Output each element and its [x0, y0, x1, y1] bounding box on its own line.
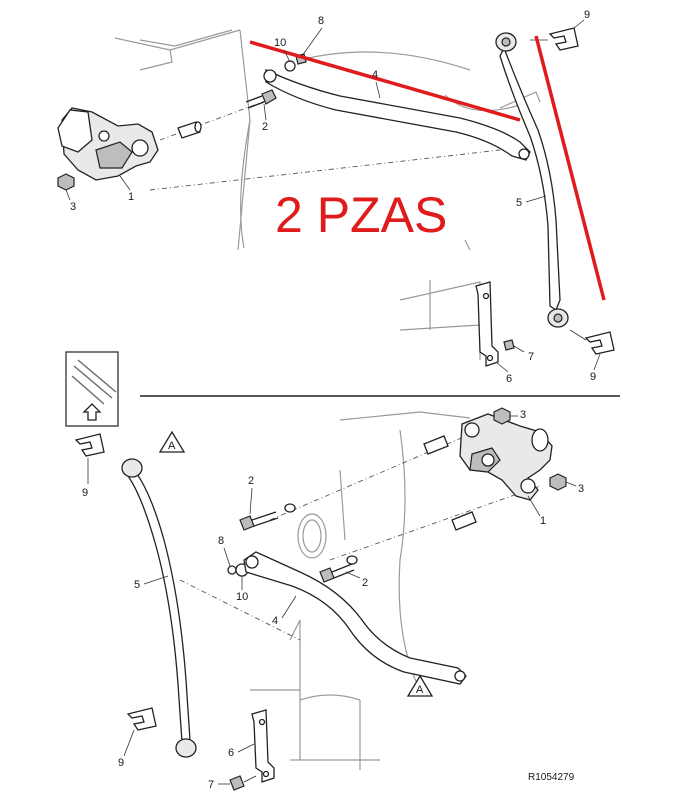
label-2-bottom-lower: 2 — [362, 577, 368, 589]
bottom-bolt-lower — [319, 563, 355, 583]
label-4-bottom: 4 — [272, 615, 278, 627]
top-bracket-6 — [475, 281, 499, 367]
top-clip-lower — [569, 329, 615, 355]
top-motor-bracket — [57, 107, 159, 181]
label-7-top: 7 — [528, 351, 534, 363]
label-10-top: 10 — [274, 37, 286, 49]
label-1-top: 1 — [128, 191, 134, 203]
label-7-bottom: 7 — [208, 779, 214, 791]
bottom-bushing-upper — [423, 435, 449, 455]
label-3-bottom-lower: 3 — [578, 483, 584, 495]
bottom-labels: 3 3 1 2 2 8 10 4 5 9 9 6 7 — [82, 409, 584, 791]
top-clip-upper — [530, 27, 579, 51]
callout-a-lower-letter: A — [416, 684, 424, 696]
top-view — [57, 27, 615, 367]
label-4-top: 4 — [372, 69, 378, 81]
quantity-annotation: 2 PZAS — [275, 187, 447, 243]
bottom-vertical-rod — [121, 458, 197, 758]
label-2-top: 2 — [262, 121, 268, 133]
bottom-clip-lower — [126, 707, 157, 731]
top-bushing — [177, 121, 202, 139]
reference-code: R1054279 — [528, 772, 575, 783]
top-bolt — [245, 89, 277, 109]
bottom-view: A A — [74, 407, 577, 791]
bottom-motor-bracket — [459, 413, 553, 501]
label-8-top: 8 — [318, 15, 324, 27]
label-3-top: 3 — [70, 201, 76, 213]
top-nut — [57, 173, 75, 191]
bottom-clip-upper — [74, 433, 105, 457]
callout-a-upper: A — [158, 430, 186, 453]
label-9-top-lower: 9 — [590, 371, 596, 383]
bottom-nut-upper — [493, 407, 518, 425]
orientation-indicator — [65, 351, 119, 427]
bottom-bushing-lower — [451, 511, 477, 531]
top-bolt-7 — [503, 339, 525, 353]
top-axis-line-2 — [149, 149, 501, 191]
bottom-bracket-6 — [251, 709, 275, 783]
label-9-bottom-lower: 9 — [118, 757, 124, 769]
label-9-top-upper: 9 — [584, 9, 590, 21]
bottom-bolt-upper — [239, 511, 279, 531]
label-9-bottom-upper: 9 — [82, 487, 88, 499]
bottom-bolt-7 — [229, 775, 257, 791]
callout-a-lower: A — [406, 674, 434, 697]
bottom-body-outline — [250, 411, 471, 770]
label-5-top: 5 — [516, 197, 522, 209]
top-vertical-rod — [495, 32, 569, 328]
label-6-top: 6 — [506, 373, 512, 385]
red-highlight-line-1 — [249, 40, 521, 122]
label-2-bottom-upper: 2 — [248, 475, 254, 487]
label-1-bottom: 1 — [540, 515, 546, 527]
top-labels: 8 10 4 2 3 1 5 9 9 7 6 — [65, 9, 601, 385]
label-3-bottom-upper: 3 — [520, 409, 526, 421]
bottom-linkage-rod — [243, 551, 467, 685]
callout-a-upper-letter: A — [168, 440, 176, 452]
top-body-outline-2 — [139, 29, 251, 249]
label-5-bottom: 5 — [134, 579, 140, 591]
bottom-nut-lower — [549, 473, 577, 491]
red-highlight-line-2 — [534, 35, 606, 301]
label-10-bottom: 10 — [236, 591, 248, 603]
label-6-bottom: 6 — [228, 747, 234, 759]
label-8-bottom: 8 — [218, 535, 224, 547]
top-linkage-rod — [263, 68, 541, 161]
red-highlight-marks — [249, 35, 606, 301]
